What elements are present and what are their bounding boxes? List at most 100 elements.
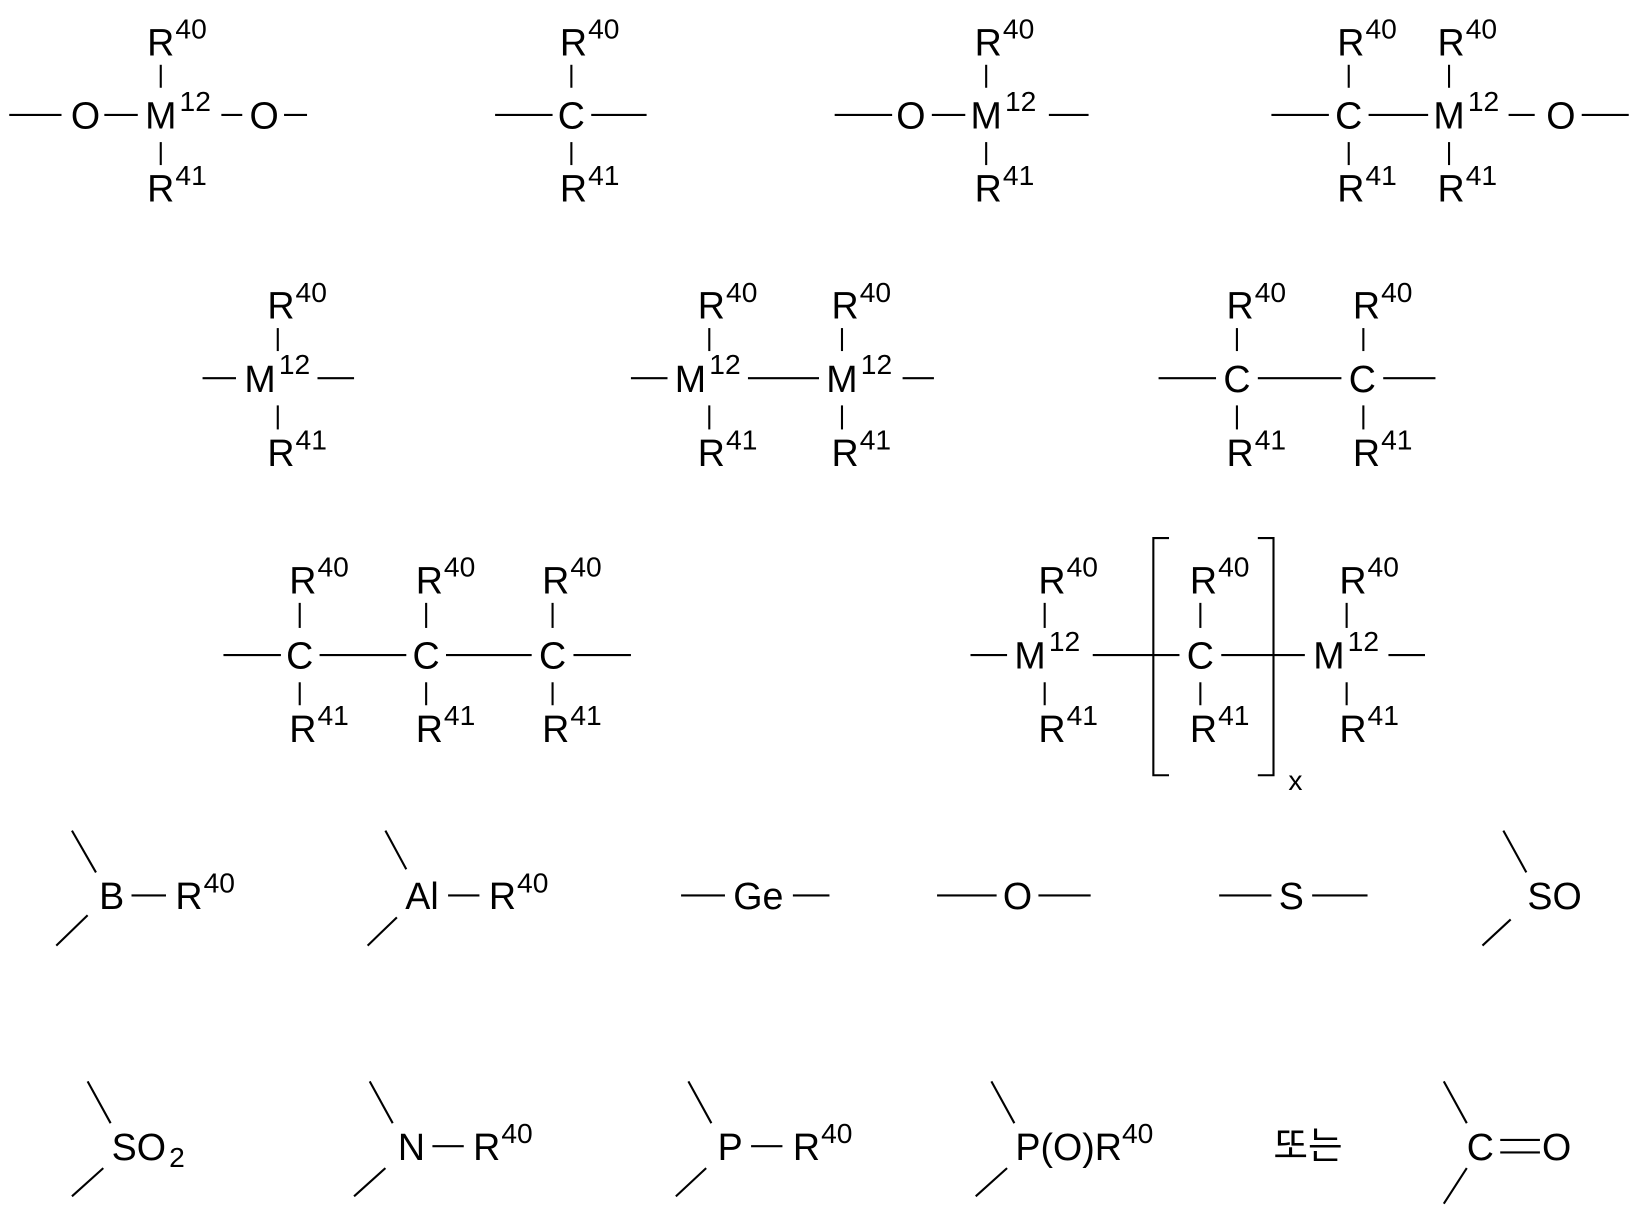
- atom-M: M: [145, 95, 176, 137]
- superscript-40: 40: [444, 551, 475, 583]
- atom-C: C: [558, 95, 585, 137]
- superscript-40: 40: [1218, 551, 1249, 583]
- superscript-12: 12: [1348, 625, 1379, 657]
- bond-diagonal: [354, 1168, 385, 1196]
- atom-SO: SO: [1527, 875, 1581, 917]
- atom-R: R: [147, 21, 174, 63]
- structure-m-m: M12M12R40R41R40R41: [631, 276, 934, 474]
- atom-R: R: [473, 1126, 500, 1168]
- atom-R: R: [542, 559, 569, 601]
- atom-R: R: [793, 1126, 820, 1168]
- superscript-40: 40: [317, 551, 348, 583]
- atom-R: R: [289, 708, 316, 750]
- atom-N: N: [398, 1126, 425, 1168]
- structure-c-c-c: CCCR40R41R40R41R40R41: [223, 551, 630, 750]
- bond-diagonal: [370, 1081, 393, 1123]
- atom-R: R: [1339, 708, 1366, 750]
- atom-C: C: [1335, 95, 1362, 137]
- atom-SO: SO: [112, 1126, 166, 1168]
- superscript-40: 40: [204, 866, 235, 898]
- atom-R: R: [832, 432, 859, 474]
- superscript-40: 40: [860, 276, 891, 308]
- atom-O: O: [1542, 1126, 1571, 1168]
- superscript-41: 41: [1218, 699, 1249, 731]
- superscript-41: 41: [1003, 159, 1034, 191]
- atom-Ge: Ge: [733, 875, 783, 917]
- atom-R: R: [698, 432, 725, 474]
- superscript-41: 41: [1255, 423, 1286, 455]
- structure-sulfonyl: SO2: [72, 1081, 185, 1196]
- bond-diagonal: [72, 1168, 103, 1196]
- structure-phosphine-oxide: P(O)R40: [976, 1081, 1154, 1196]
- superscript-12: 12: [279, 348, 310, 380]
- atom-R: R: [1339, 559, 1366, 601]
- structure-m: M12R40R41: [203, 276, 355, 474]
- atom-R: R: [975, 168, 1002, 210]
- superscript-12: 12: [180, 85, 211, 117]
- superscript-41: 41: [726, 423, 757, 455]
- atom-C: C: [413, 635, 440, 677]
- superscript-40: 40: [296, 276, 327, 308]
- superscript-40: 40: [1368, 551, 1399, 583]
- atom-R: R: [975, 21, 1002, 63]
- subscript-2: 2: [169, 1141, 185, 1173]
- atom-M: M: [244, 358, 275, 400]
- atom-R: R: [1226, 432, 1253, 474]
- atom-R: R: [1353, 432, 1380, 474]
- structure-c: CR40R41: [495, 13, 647, 210]
- superscript-40: 40: [1003, 13, 1034, 45]
- atom-C: C: [1349, 358, 1376, 400]
- superscript-40: 40: [570, 551, 601, 583]
- bond-diagonal: [976, 1168, 1007, 1196]
- superscript-41: 41: [175, 159, 206, 191]
- bond-diagonal: [1482, 919, 1510, 945]
- atom-C: C: [1187, 635, 1214, 677]
- bond-diagonal: [1503, 831, 1526, 873]
- superscript-40: 40: [501, 1117, 532, 1149]
- structure-c-m-o: CM12OR40R41R40R41: [1271, 13, 1628, 210]
- atom-O: O: [1003, 875, 1032, 917]
- atom-R: R: [147, 168, 174, 210]
- superscript-12: 12: [861, 348, 892, 380]
- atom-R: R: [1438, 21, 1465, 63]
- structure-m-cx-m: M12CM12R40R41R40R41R40R41x: [971, 538, 1426, 796]
- atom-C: C: [286, 635, 313, 677]
- atom-R: R: [1337, 168, 1364, 210]
- atom-R: R: [1337, 21, 1364, 63]
- bond-diagonal: [1444, 1081, 1467, 1123]
- superscript-12: 12: [1468, 85, 1499, 117]
- superscript-41: 41: [1368, 699, 1399, 731]
- superscript-40: 40: [726, 276, 757, 308]
- structure-sulfoxide: SO: [1482, 831, 1581, 946]
- superscript-41: 41: [588, 159, 619, 191]
- bond-diagonal: [88, 1081, 111, 1123]
- structure-germanium: Ge: [681, 875, 829, 917]
- superscript-41: 41: [317, 699, 348, 731]
- atom-R: R: [698, 285, 725, 327]
- structure-nitrogen: N R40: [354, 1081, 533, 1196]
- atom-R: R: [416, 559, 443, 601]
- superscript-12: 12: [1005, 85, 1036, 117]
- atom-R: R: [1226, 285, 1253, 327]
- structure-o-m-o: OM12OR40R41: [9, 13, 307, 210]
- atom-R: R: [1038, 708, 1065, 750]
- bond-diagonal: [385, 831, 406, 870]
- bond-diagonal: [368, 917, 397, 945]
- atom-R: R: [489, 875, 516, 917]
- atom-M: M: [826, 358, 857, 400]
- superscript-41: 41: [1466, 159, 1497, 191]
- atom-M: M: [1014, 635, 1045, 677]
- structure-phosphorus: PR40: [676, 1081, 853, 1196]
- bond-diagonal: [72, 831, 96, 873]
- left-bracket: [1153, 538, 1169, 775]
- atom-C: C: [539, 635, 566, 677]
- atom-R: R: [542, 708, 569, 750]
- superscript-40: 40: [821, 1117, 852, 1149]
- atom-C: C: [1467, 1126, 1494, 1168]
- superscript-40: 40: [1466, 13, 1497, 45]
- superscript-41: 41: [1381, 423, 1412, 455]
- structure-boron: BR40: [56, 831, 235, 946]
- atom-R: R: [1038, 559, 1065, 601]
